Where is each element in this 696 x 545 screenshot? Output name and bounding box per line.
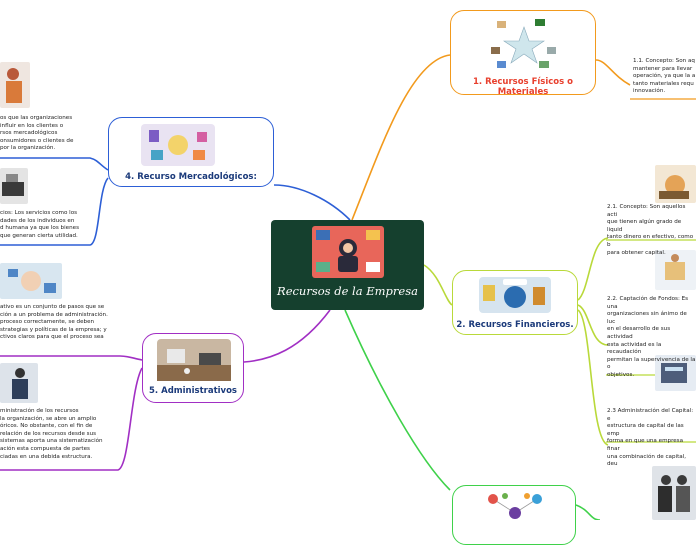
woman-photo	[0, 62, 30, 108]
leaf-mercadologicos-1[interactable]: os que las organizaciones influir en los…	[0, 115, 74, 152]
edge-merc-leaf1	[0, 157, 109, 171]
money-hand-photo	[655, 165, 696, 203]
edge-fin-leaf1	[577, 237, 609, 301]
leaf-administrativos-1[interactable]: ativo es un conjunto de pasos que se ció…	[0, 304, 108, 341]
people-network-icon	[479, 491, 551, 521]
edge-admin-leaf1	[0, 355, 143, 361]
edge-fisicos-leaf	[595, 59, 631, 86]
edge-merc-leaf2	[0, 177, 109, 246]
edge-root-administrativos	[243, 309, 331, 363]
topic-recursos-financieros[interactable]: 2. Recursos Financieros.	[452, 270, 578, 335]
star-diagram-icon	[489, 17, 559, 73]
topic-label: 5. Administrativos	[149, 386, 237, 396]
topic-administrativos[interactable]: 5. Administrativos	[142, 333, 244, 403]
edge-root-financieros	[423, 264, 453, 306]
edge-root-fisicos	[351, 54, 451, 221]
edge-admin-leaf2	[0, 367, 143, 471]
leaf-financieros-captacion[interactable]: 2.2. Captación de Fondos: Es una organiz…	[607, 296, 696, 378]
globe-money-icon	[479, 277, 551, 313]
devices-photo	[0, 168, 28, 204]
edge-fin-leaf3	[577, 309, 609, 446]
root-title: Recursos de la Empresa	[277, 284, 418, 298]
root-node[interactable]: Recursos de la Empresa	[271, 220, 424, 310]
charity-photo	[655, 250, 696, 290]
edge-root-mercadologicos	[273, 184, 351, 221]
staff-photo	[652, 466, 696, 520]
leaf-administrativos-2[interactable]: ministración de los recursos la organiza…	[0, 408, 103, 460]
topic-recurso-mercadologicos[interactable]: 4. Recurso Mercadológicos:	[108, 117, 274, 187]
root-illustration	[312, 226, 384, 278]
topic-label: 1. Recursos Físicos o Materiales	[472, 77, 574, 97]
marketing-collage-icon	[141, 124, 215, 166]
topic-label: 4. Recurso Mercadológicos:	[125, 172, 257, 182]
edge-root-humanos	[344, 309, 451, 491]
edge-fin-leaf2	[577, 304, 609, 346]
leaf-financieros-administracion[interactable]: 2.3 Administración del Capital: e estruc…	[607, 408, 694, 468]
topic-recursos-humanos[interactable]	[452, 485, 576, 545]
leaf-financieros-concepto[interactable]: 2.1. Concepto: Son aquellos acti que tie…	[607, 204, 694, 256]
topic-recursos-fisicos[interactable]: 1. Recursos Físicos o Materiales	[450, 10, 596, 97]
office-desk-icon	[157, 339, 231, 381]
office-people-photo	[0, 363, 38, 403]
leaf-fisicos-concepto[interactable]: 1.1. Concepto: Son aq mantener para llev…	[633, 58, 696, 95]
topic-label: 2. Recursos Financieros.	[456, 320, 574, 330]
leaf-mercadologicos-2[interactable]: cios: Los servicios como los dades de lo…	[0, 210, 79, 239]
calculator-photo	[655, 355, 696, 391]
edge-humanos-leaf	[575, 504, 601, 520]
team-hands-photo	[0, 263, 62, 299]
